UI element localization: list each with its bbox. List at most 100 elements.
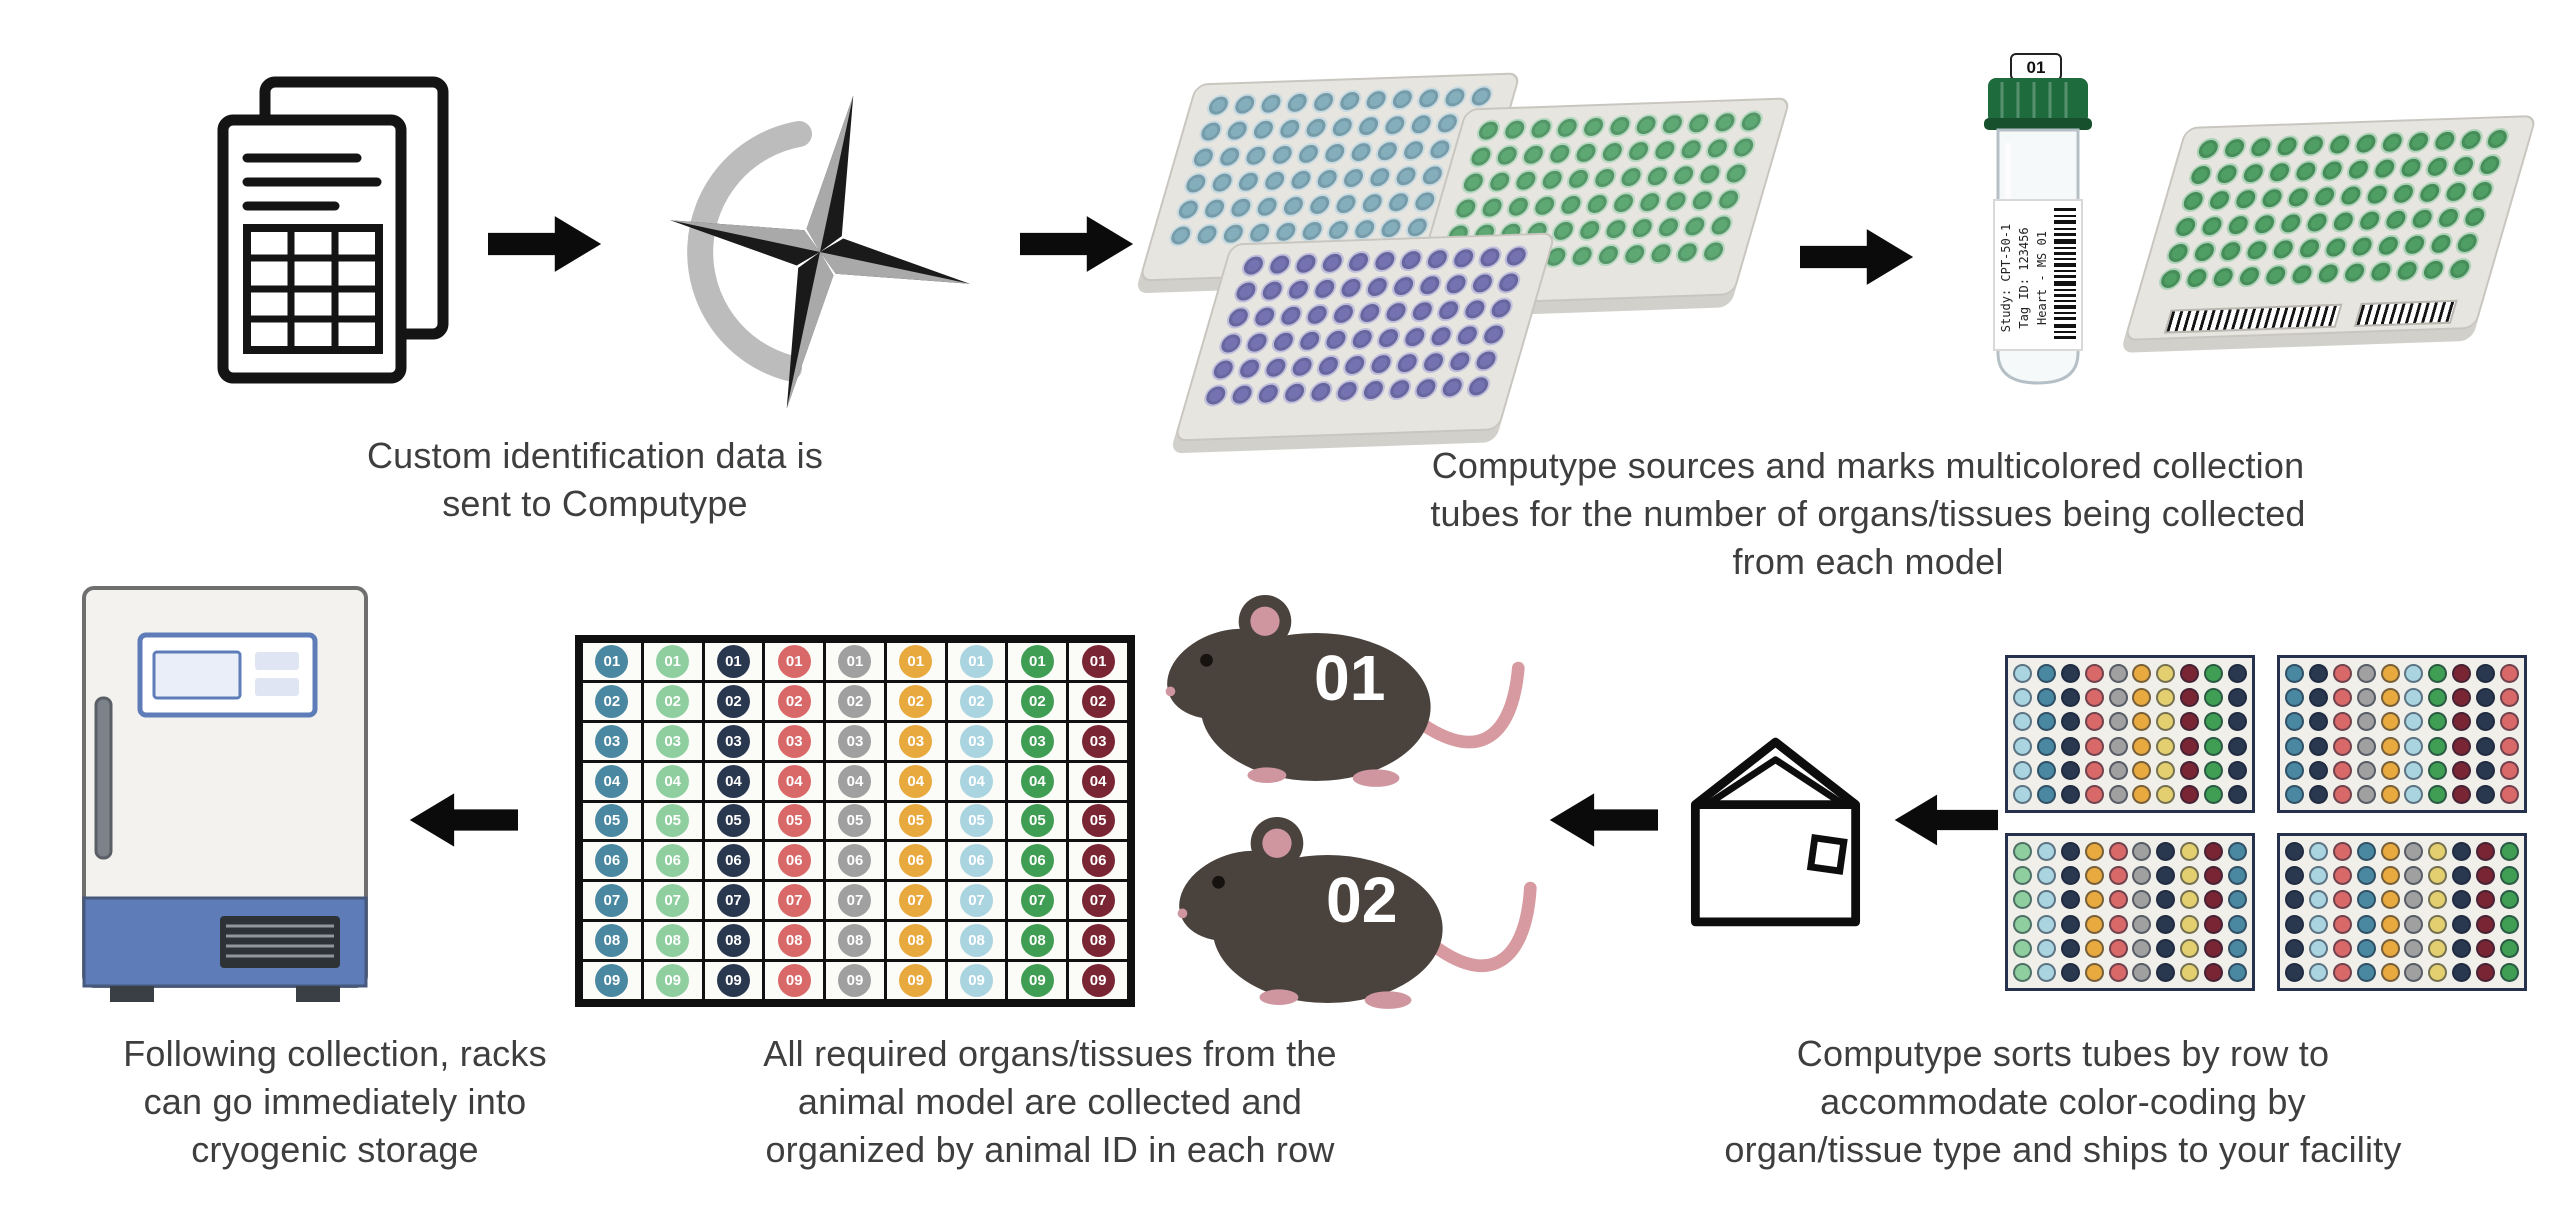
tube-cap-dot	[2155, 662, 2177, 684]
tube-cap-dot: 04	[826, 762, 884, 800]
tube-cap-dot	[2202, 913, 2224, 935]
tube-cap-dot	[2403, 889, 2425, 911]
tube-cap-dot	[2202, 784, 2224, 806]
tube-cap-dot	[2451, 889, 2473, 911]
mouse-id-label: 02	[1326, 864, 1398, 936]
tube-cap-dot	[1282, 91, 1312, 115]
tube-cap-dot	[1374, 326, 1403, 350]
tube-cap-dot	[2355, 759, 2377, 781]
tube-cap-dot	[2197, 214, 2227, 238]
tube-cap-dot	[2179, 840, 2201, 862]
tube-cap-dot	[1284, 278, 1313, 302]
tube-cap-dot	[2226, 735, 2248, 757]
tube-cap-dot	[1336, 276, 1366, 300]
tube-cap-dot: 04	[1069, 762, 1127, 800]
tube-cap-dot: 02	[1069, 682, 1127, 720]
tube-cap-dot	[2284, 662, 2306, 684]
tube-cap-dot: 06	[886, 842, 945, 880]
tube-rack-green-barcoded	[2123, 114, 2538, 341]
tube-cap-dot	[2427, 962, 2449, 984]
tube-cap-dot	[1340, 353, 1370, 377]
tube-cap-dot	[2498, 784, 2520, 806]
tube-cap-dot	[1344, 250, 1373, 274]
tube-cap-dot: 04	[583, 762, 641, 800]
tube-cap-dot	[2426, 232, 2456, 256]
tube-cap-dot: 01	[765, 643, 824, 680]
tube-cap-dot	[1245, 221, 1274, 245]
arrow-right-icon	[1020, 216, 1134, 272]
tube-cap-dot	[1616, 165, 1646, 189]
tube-cap-dot	[1384, 190, 1413, 214]
tube-cap-dot	[2441, 180, 2471, 204]
tube-rack-caps	[1201, 245, 1531, 407]
tube-cap-dot	[2434, 206, 2463, 230]
tube-cap-dot	[2403, 662, 2425, 684]
tube-cap-dot	[2474, 913, 2496, 935]
tube-cap-dot: 07	[1008, 882, 1067, 920]
tube-cap-dot	[2216, 239, 2246, 263]
tube-cap-dot: 08	[704, 922, 763, 960]
tube-cap-dot	[2107, 840, 2129, 862]
tube-cap-dot	[2329, 210, 2358, 233]
tube-cap-dot	[2451, 711, 2473, 733]
tube-label-barcode	[2054, 208, 2076, 339]
tube-cap-dot	[2422, 155, 2452, 179]
arrow-left-icon	[1894, 794, 1998, 846]
tube-cap-dot	[2083, 662, 2105, 684]
tube-cap-dot	[2208, 265, 2238, 289]
tube-cap-dot	[1227, 383, 1257, 406]
tube-cap-dot	[2427, 735, 2449, 757]
tube-cap-dot	[2451, 662, 2473, 684]
tube-cap-dot	[1329, 302, 1358, 326]
tube-cap-dot	[1605, 114, 1635, 138]
tube-cap-dot	[1320, 141, 1350, 165]
tube-cap-dot	[1582, 192, 1612, 216]
tube-cap-dot	[2223, 213, 2253, 237]
tube-cap-dot	[2379, 864, 2401, 886]
tube-cap-dot	[1564, 167, 1593, 191]
tube-cap-dot	[2403, 735, 2425, 757]
tube-cap-dot	[1265, 253, 1295, 277]
tube-cap-dot	[1261, 356, 1291, 380]
tube-cap-dot	[2379, 662, 2401, 684]
tube-cap-dot	[1276, 304, 1306, 328]
tube-cap-dot	[2498, 913, 2520, 935]
tube-cap-dot	[2308, 735, 2330, 757]
tube-cap-dot	[1280, 381, 1309, 405]
tube-cap-dot	[1302, 303, 1332, 327]
freezer-vent	[220, 916, 340, 968]
tube-cap-dot	[2400, 233, 2429, 257]
tube-cap-dot: 07	[765, 882, 824, 920]
tube-cap-dot	[2379, 840, 2401, 862]
tube-cap-dot	[1350, 217, 1380, 241]
tube-cap-dot: 02	[826, 682, 884, 720]
tube-cap-dot	[2284, 735, 2306, 757]
tube-cap-dot: 06	[765, 842, 824, 880]
tube-cap-dot	[2083, 686, 2105, 708]
tube-cap-dot	[2036, 735, 2058, 757]
tube-cap-dot	[2427, 840, 2449, 862]
tube-cap-dot: 02	[643, 682, 702, 720]
tube-cap-dot: 05	[643, 802, 702, 840]
tube-cap-dot	[2403, 759, 2425, 781]
tube-cap-dot	[1389, 274, 1418, 298]
tube-cap-dot: 06	[583, 842, 641, 880]
tube-cap-dot	[2355, 735, 2377, 757]
tube-cap-dot	[2155, 735, 2177, 757]
tube-cap-dot	[2474, 759, 2496, 781]
tube-cap-dot	[1362, 275, 1392, 299]
tube-cap-dot	[1537, 168, 1567, 192]
tube-cap-dot	[2351, 132, 2381, 155]
tube-cap-dot	[2036, 889, 2058, 911]
tube-cap	[1988, 78, 2088, 124]
tube-cap-dot	[2451, 735, 2473, 757]
tube-cap-dot	[2284, 889, 2306, 911]
tube-cap-dot	[1426, 324, 1456, 348]
tube-cap-dot	[2332, 889, 2354, 911]
tube-cap-dot	[1556, 193, 1586, 217]
tube-cap-dot: 05	[1008, 802, 1067, 840]
tube-cap-dot	[2107, 711, 2129, 733]
tube-cap-dot: 03	[704, 722, 763, 760]
caption-step4: All required organs/tissues from the ani…	[763, 1033, 1337, 1171]
shipping-box-icon	[1690, 737, 1861, 927]
